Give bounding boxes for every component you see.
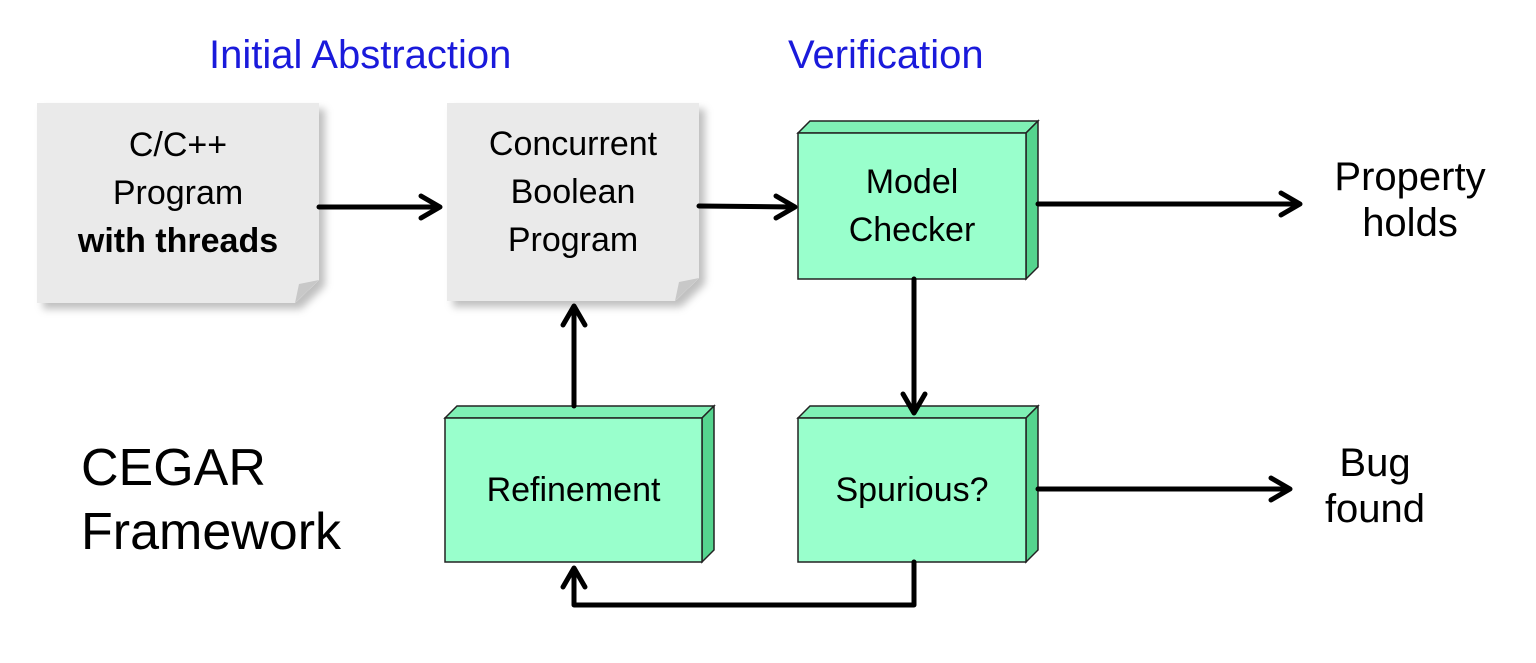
- source-program-line3: with threads: [77, 222, 279, 260]
- bug-found-line2: found: [1324, 487, 1426, 531]
- property-holds-label: Property holds: [1310, 154, 1510, 246]
- property-holds-line2: holds: [1362, 201, 1458, 245]
- source-program-document: [37, 103, 319, 303]
- bug-found-label: Bug found: [1300, 440, 1450, 532]
- source-program-line1: C/C++: [128, 126, 228, 164]
- boolean-program-document-fold: [675, 278, 699, 301]
- model-checker-box: [796, 119, 1040, 281]
- arrow-boolean-to-model-checker: [696, 203, 796, 210]
- cegar-title-line1: CEGAR: [81, 439, 266, 497]
- arrowhead-boolean-program: [560, 303, 588, 328]
- source-program-line2: Program: [112, 174, 244, 212]
- boolean-program-label: Concurrent Boolean Program: [447, 103, 699, 301]
- refinement-text: Refinement: [486, 471, 661, 509]
- boolean-program-document: [447, 103, 699, 301]
- source-program-label: C/C++ Program with threads: [37, 103, 319, 303]
- boolean-program-line1: Concurrent: [488, 125, 658, 163]
- boolean-program-line2: Boolean: [510, 173, 636, 211]
- arrowhead-refinement: [560, 565, 588, 590]
- bug-found-line1: Bug: [1339, 441, 1411, 485]
- arrowhead-spurious: [900, 391, 928, 416]
- boolean-program-line3: Program: [507, 221, 639, 259]
- model-checker-line1: Model: [865, 163, 959, 201]
- spurious-box: [796, 404, 1040, 564]
- spurious-label: Spurious?: [798, 418, 1026, 562]
- arrow-spurious-to-refinement: [571, 559, 917, 608]
- arrowhead-property-holds: [1278, 190, 1303, 218]
- arrowhead-boolean-to-model-checker: [773, 193, 798, 221]
- model-checker-line2: Checker: [848, 211, 976, 249]
- cegar-framework-title: CEGAR Framework: [81, 436, 341, 564]
- arrowhead-program-to-boolean: [418, 193, 443, 221]
- stage-label-initial-abstraction: Initial Abstraction: [209, 33, 512, 77]
- refinement-box: [443, 404, 716, 564]
- stage-label-verification: Verification: [788, 33, 984, 77]
- arrowhead-bug-found: [1268, 475, 1293, 503]
- spurious-text: Spurious?: [835, 471, 989, 509]
- property-holds-line1: Property: [1334, 155, 1486, 199]
- cegar-title-line2: Framework: [81, 503, 342, 561]
- refinement-label: Refinement: [445, 418, 702, 562]
- model-checker-label: Model Checker: [798, 133, 1026, 279]
- source-program-document-fold: [295, 280, 319, 303]
